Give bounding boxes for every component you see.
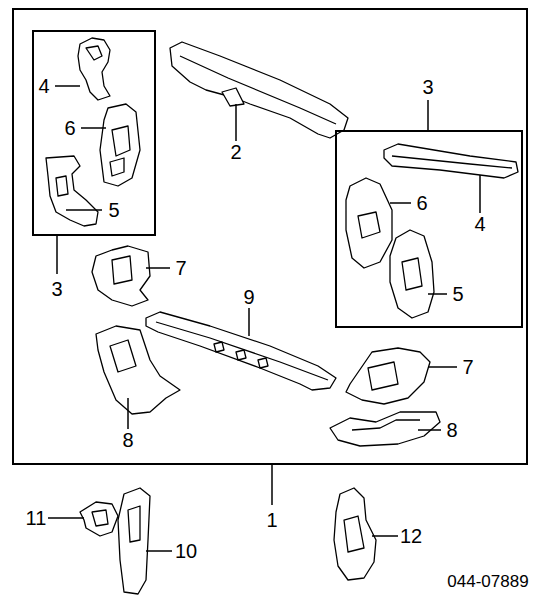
callout-number: 4: [38, 76, 49, 96]
leader-line: [428, 293, 447, 295]
bracket-part: [78, 38, 110, 100]
leader-line: [146, 267, 170, 269]
callout-number: 4: [474, 214, 485, 234]
reinforcement-part: [334, 488, 376, 580]
pillar-face: [128, 506, 140, 542]
rail-bracket: [222, 88, 244, 106]
clip-part: [80, 502, 118, 536]
callout-number: 10: [175, 541, 197, 561]
figure-code: 044-07889: [447, 573, 528, 590]
leader-line: [66, 209, 102, 211]
callout-number: 11: [26, 508, 47, 528]
brace-hole: [358, 212, 380, 238]
bracket-part: [330, 412, 440, 446]
leader-line: [146, 550, 172, 552]
brace-part: [346, 178, 392, 268]
lower-rail-part: [146, 312, 336, 390]
callout-number: 3: [51, 279, 62, 299]
leader-line: [235, 104, 237, 141]
callout-number: 1: [266, 510, 277, 530]
bracket-face: [110, 340, 136, 372]
leader-line: [427, 100, 429, 130]
pillar-part: [118, 488, 150, 594]
support-part: [46, 156, 98, 226]
callout-number: 3: [422, 77, 433, 97]
callout-number: 2: [230, 142, 241, 162]
leader-line: [248, 308, 250, 336]
leader-line: [271, 465, 273, 505]
gusset-face: [112, 256, 132, 284]
subassembly-box: 3: [32, 30, 156, 236]
rail-edge: [156, 322, 328, 380]
subassembly-box: 3: [335, 130, 523, 328]
reinforcement-face: [344, 516, 364, 552]
callout-number: 7: [175, 258, 186, 278]
brace-hole: [112, 126, 130, 156]
leader-line: [127, 398, 129, 429]
leader-line: [48, 517, 84, 519]
support-hole: [56, 176, 68, 196]
assembly-outline: 133: [12, 8, 528, 465]
bracket-edge: [352, 420, 420, 430]
support-hole: [402, 258, 422, 290]
clip-hole: [92, 510, 108, 526]
rail-edge: [180, 56, 336, 124]
bracket-part: [96, 326, 180, 414]
callout-number: 6: [64, 118, 75, 138]
upper-rail-part: [170, 42, 348, 138]
rail-part: [384, 144, 518, 178]
leader-line: [81, 127, 106, 129]
leader-line: [418, 429, 441, 431]
gusset-part: [92, 246, 150, 306]
callout-number: 8: [122, 430, 133, 450]
leader-line: [479, 175, 481, 213]
brace-hole: [110, 158, 124, 176]
rail-holes: [214, 342, 268, 368]
brace-part: [100, 104, 140, 186]
gusset-face: [368, 362, 398, 390]
callout-number: 6: [416, 193, 427, 213]
bracket-detail: [86, 46, 102, 60]
rail-edge: [392, 156, 512, 168]
leader-line: [428, 366, 457, 368]
leader-line: [55, 85, 80, 87]
support-part: [390, 230, 434, 318]
callout-number: 12: [400, 526, 422, 546]
callout-number: 8: [446, 420, 457, 440]
leader-line: [56, 236, 58, 274]
callout-number: 5: [452, 284, 463, 304]
callout-number: 7: [462, 357, 473, 377]
leader-line: [372, 535, 398, 537]
gusset-part: [346, 348, 430, 404]
callout-number: 5: [108, 200, 119, 220]
callout-number: 9: [243, 287, 254, 307]
leader-line: [390, 202, 411, 204]
